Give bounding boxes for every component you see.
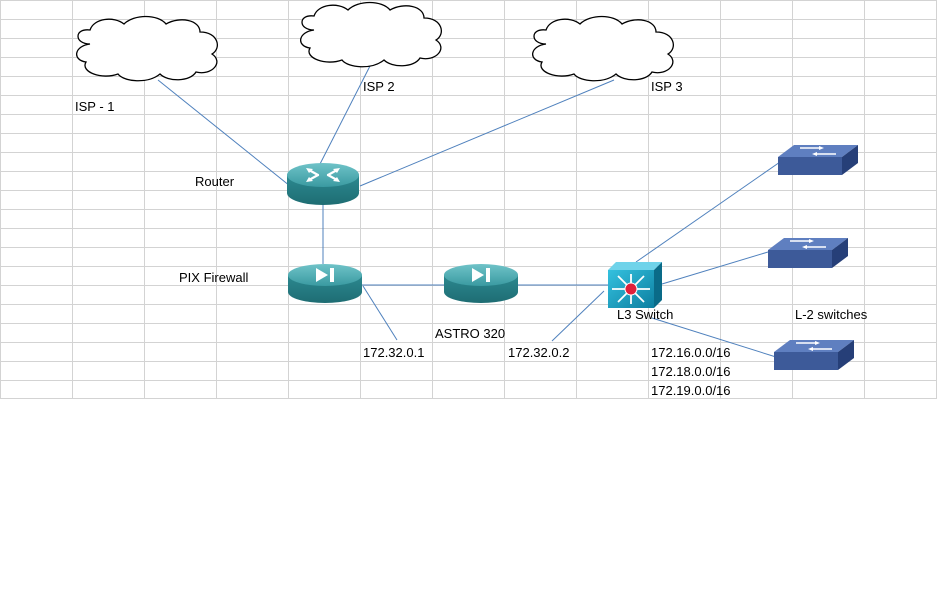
subnet-label: 172.18.0.0/16 xyxy=(651,364,731,379)
l2-switch-icon xyxy=(768,238,848,268)
links xyxy=(157,65,781,358)
link-isp1-router xyxy=(157,79,291,187)
pix-firewall-label: PIX Firewall xyxy=(179,270,248,285)
isp3-label: ISP 3 xyxy=(651,79,683,94)
link-l3switch-l2switch-2 xyxy=(661,251,769,285)
l3-switch-label: L3 Switch xyxy=(617,307,673,322)
subnet-label: 172.19.0.0/16 xyxy=(651,383,731,398)
l2-switch-icon xyxy=(774,340,854,370)
l2-switches-label: L-2 switches xyxy=(795,307,868,322)
link-isp3-router xyxy=(359,79,615,187)
isp1-label: ISP - 1 xyxy=(75,99,115,114)
pointer-ip-pix xyxy=(362,285,398,341)
router-icon xyxy=(287,163,359,205)
firewall-icon xyxy=(288,264,362,303)
ip-pix-label: 172.32.0.1 xyxy=(363,345,424,360)
link-l3switch-l2switch-3 xyxy=(651,317,777,358)
l2-switch-icon xyxy=(778,145,858,175)
isp2-label: ISP 2 xyxy=(363,79,395,94)
link-isp2-router xyxy=(319,65,371,165)
cloud-icon xyxy=(532,15,674,82)
l3-switch-icon xyxy=(608,262,662,308)
pointer-ip-astro xyxy=(551,290,605,342)
subnet-label: 172.16.0.0/16 xyxy=(651,345,731,360)
ip-astro-label: 172.32.0.2 xyxy=(508,345,569,360)
firewall-icon xyxy=(444,264,518,303)
link-l3switch-l2switch-1 xyxy=(635,161,781,263)
cloud-icon xyxy=(300,1,442,68)
astro-label: ASTRO 320 xyxy=(435,326,505,341)
cloud-icon xyxy=(76,15,218,82)
router-label: Router xyxy=(195,174,235,189)
